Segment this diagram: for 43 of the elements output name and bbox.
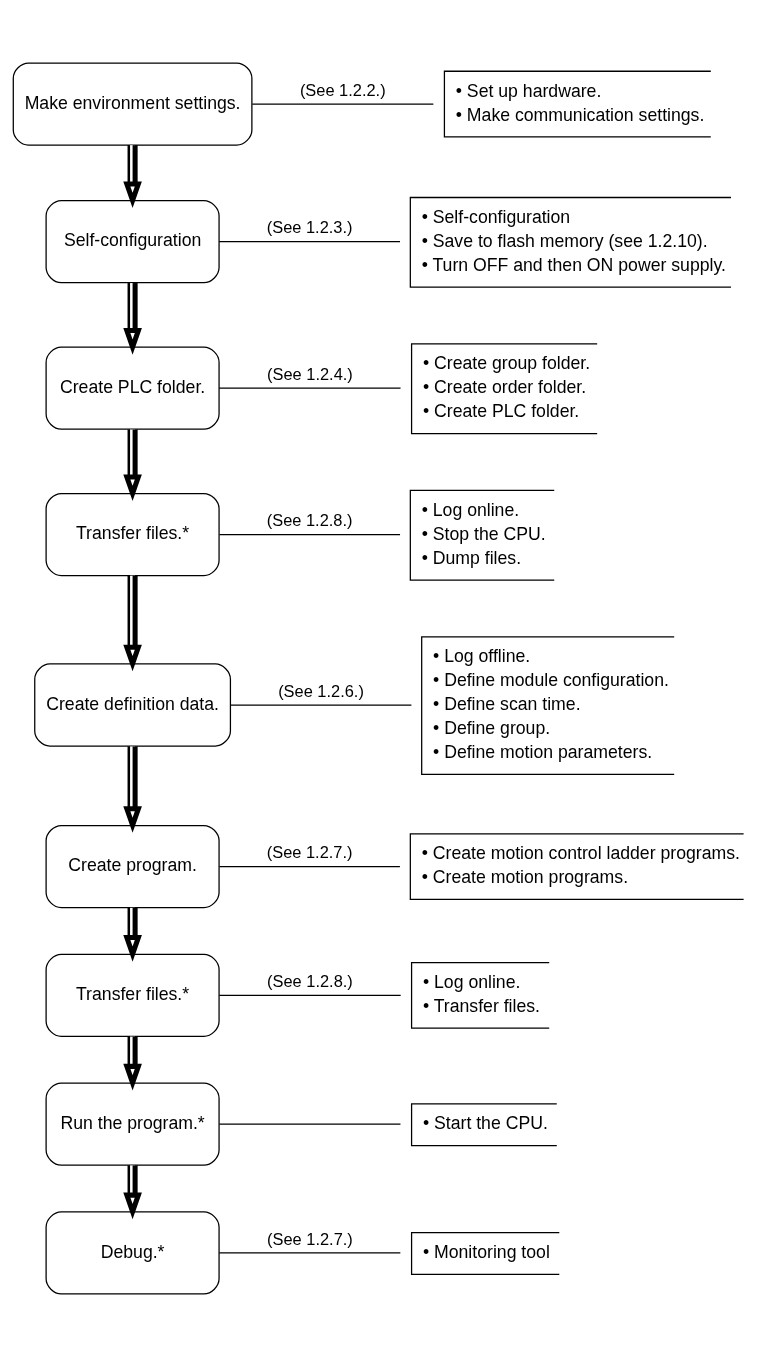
connector xyxy=(218,1123,402,1125)
edge-label: (See 1.2.3.) xyxy=(266,217,353,236)
node-box: Create program. xyxy=(45,824,220,908)
node-text: • Create group folder. • Create order folder. • Create PLC folder. xyxy=(422,352,591,421)
node-text: • Log online. • Transfer files. xyxy=(422,971,541,1016)
edge-label: (See 1.2.7.) xyxy=(266,842,353,861)
node-box: Transfer files.* xyxy=(45,492,220,576)
connector xyxy=(218,1251,401,1254)
arrow xyxy=(123,907,142,962)
arrow xyxy=(123,429,142,501)
connector xyxy=(218,387,402,389)
node-text: • Set up hardware. • Make communication settings. xyxy=(455,80,705,125)
connector xyxy=(218,240,401,242)
edge-label: (See 1.2.6.) xyxy=(278,681,364,700)
node-text: • Start the CPU. xyxy=(422,1112,548,1133)
arrow xyxy=(123,282,142,355)
node-text: • Create motion control ladder programs. • Create motion programs. xyxy=(421,842,740,887)
edge-label: (See 1.2.2.) xyxy=(299,80,386,99)
arrow xyxy=(123,144,142,208)
edge-label: (See 1.2.8.) xyxy=(267,971,353,990)
arrow xyxy=(123,1036,142,1090)
connector xyxy=(251,102,434,105)
node-box: Create PLC folder. xyxy=(45,345,220,430)
connector xyxy=(218,994,402,996)
node-box: Transfer files.* xyxy=(45,953,220,1037)
edge-label: (See 1.2.4.) xyxy=(267,364,353,383)
connector xyxy=(218,865,401,867)
node-box: Self-configuration xyxy=(45,199,220,283)
connector xyxy=(218,533,401,535)
node-text: • Log online. • Stop the CPU. • Dump files. xyxy=(421,499,546,568)
node-box: Debug.* xyxy=(45,1210,220,1295)
arrow xyxy=(123,575,142,671)
node-text: • Self-configuration • Save to flash memory (see 1.2.10). • Turn OFF and then ON power supply. xyxy=(421,206,726,275)
edge-label: (See 1.2.8.) xyxy=(266,510,353,529)
node-text: • Monitoring tool xyxy=(422,1241,550,1262)
node-box: Run the program.* xyxy=(45,1082,220,1166)
node-box: Make environment settings. xyxy=(12,61,253,146)
arrow xyxy=(123,1164,142,1219)
edge-label: (See 1.2.7.) xyxy=(267,1229,353,1248)
arrow xyxy=(123,745,142,833)
node-box: Create definition data. xyxy=(34,662,232,747)
connector xyxy=(229,703,412,706)
node-text: • Log offline. • Define module configuration. • Define scan time. • Define group. • Define motion parameters. xyxy=(433,645,669,762)
